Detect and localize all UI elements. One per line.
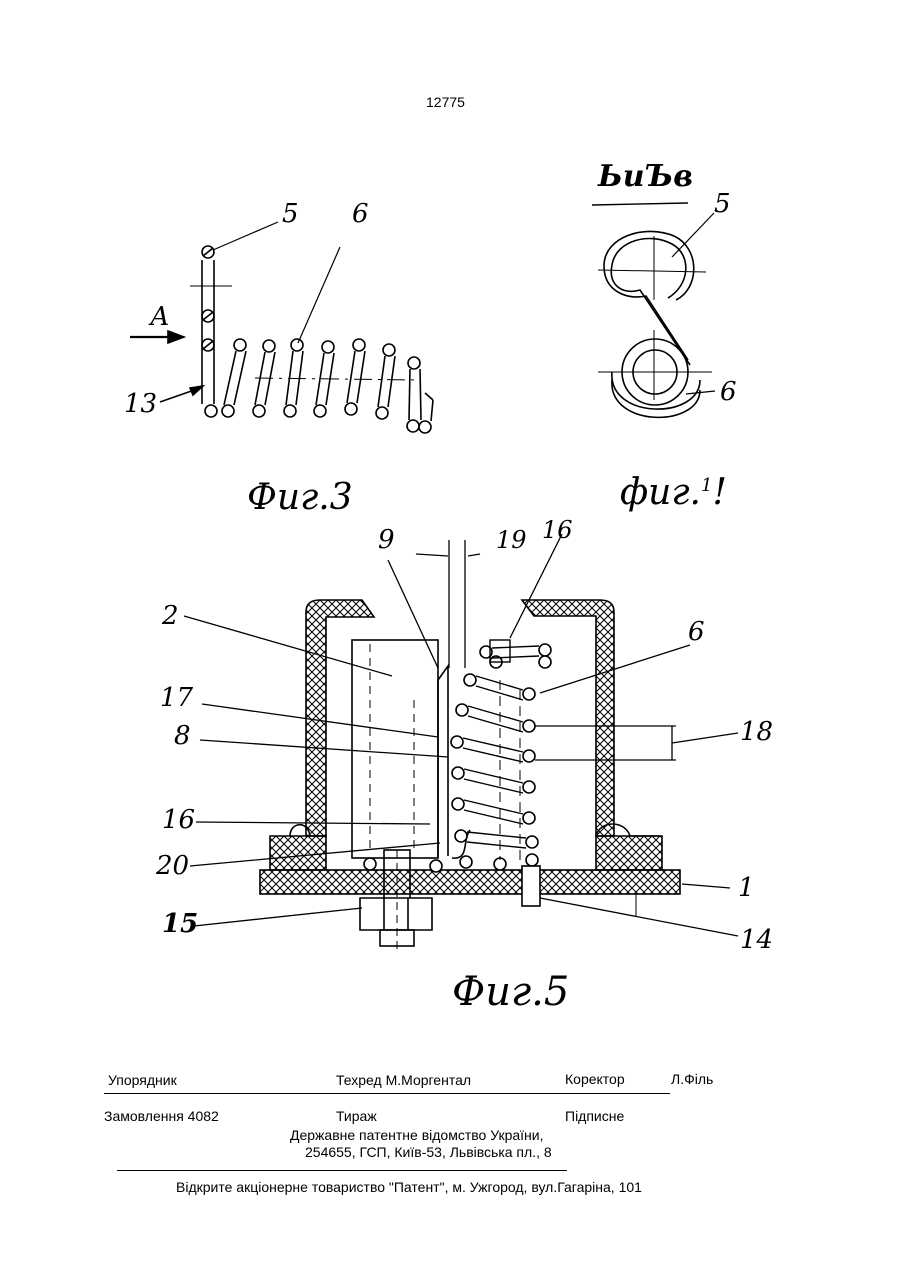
fig4-caption-suffix: !: [712, 472, 726, 513]
fig5-label-1: 1: [738, 874, 755, 902]
footer-circulation: Тираж: [336, 1108, 377, 1124]
fig3-view-arrow-label: А: [150, 303, 170, 331]
fig5-label-16: 16: [162, 806, 195, 834]
fig5-label-2: 2: [162, 602, 179, 630]
fig4-label-5: 5: [714, 190, 731, 218]
fig3-spring-drawing: [130, 222, 433, 433]
footer-rule-top: [104, 1093, 670, 1094]
footer-rule-bottom: [117, 1170, 567, 1171]
fig5-label-19: 19: [496, 526, 527, 554]
fig5-caption: Фиг.5: [452, 970, 569, 1014]
footer-office-line2: 254655, ГСП, Київ-53, Львівська пл., 8: [305, 1144, 552, 1160]
fig4-hook-drawing: [592, 203, 715, 417]
fig4-caption-text: фиг.: [620, 472, 701, 513]
fig5-label-18: 18: [740, 718, 773, 746]
fig3-caption: Фиг.3: [247, 478, 353, 518]
footer-corrector-label: Коректор: [565, 1071, 625, 1087]
fig4-caption-sup: 1: [701, 475, 712, 496]
footer-compiler-label: Упорядник: [108, 1072, 177, 1088]
footer-order: Замовлення 4082: [104, 1108, 219, 1124]
fig5-label-8: 8: [174, 722, 191, 750]
footer-corrector-name: Л.Філь: [671, 1071, 713, 1087]
fig4-caption: фиг.1!: [620, 466, 727, 513]
fig5-label-20: 20: [156, 852, 189, 880]
footer-office-line1: Державне патентне відомство України,: [290, 1127, 544, 1143]
footer-subscription: Підписне: [565, 1108, 624, 1124]
fig5-label-9: 9: [378, 526, 395, 554]
fig3-label-5: 5: [282, 200, 299, 228]
footer-printer: Відкрите акціонерне товариство "Патент",…: [176, 1179, 642, 1195]
footer-techred: Техред М.Моргентал: [336, 1072, 471, 1088]
fig3-label-6: 6: [352, 200, 369, 228]
fig5-label-15: 15: [162, 910, 198, 938]
fig4-view-title: ЬиЪв: [598, 160, 693, 194]
fig5-label-6: 6: [688, 618, 705, 646]
fig5-label-14: 14: [740, 926, 773, 954]
fig4-label-6: 6: [720, 378, 737, 406]
fig3-label-13: 13: [124, 390, 157, 418]
fig5-section-drawing: [184, 534, 738, 950]
fig5-label-17: 17: [160, 684, 193, 712]
fig5-label-16-top: 16: [542, 516, 573, 544]
